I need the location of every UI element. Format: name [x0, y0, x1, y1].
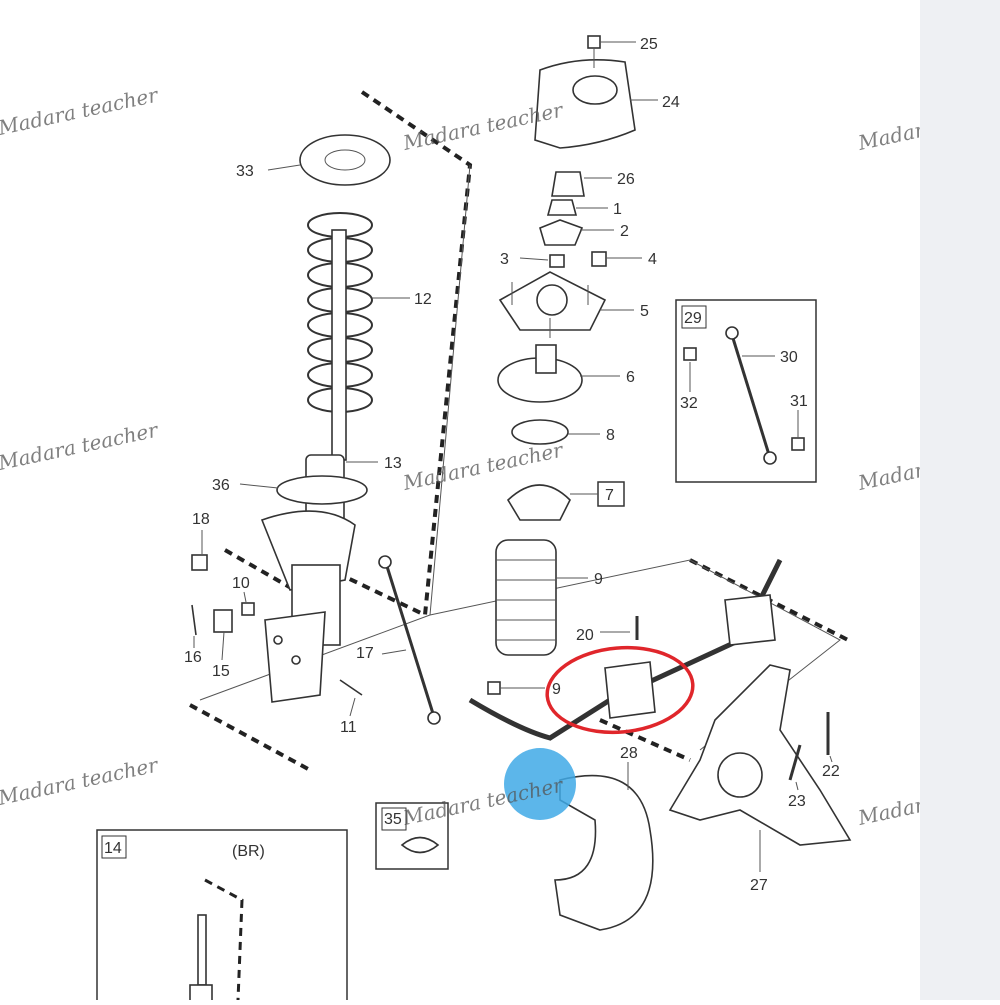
callout-23: 23 [788, 793, 806, 810]
callout-16: 16 [184, 649, 202, 666]
bearing-core [535, 344, 557, 374]
callout-33: 33 [236, 163, 254, 180]
stabilizer-link-30 [730, 334, 772, 459]
callout-32: 32 [680, 395, 698, 412]
callout-36: 36 [212, 477, 230, 494]
callout-15: 15 [212, 663, 230, 680]
callout-13: 13 [384, 455, 402, 472]
nut-9 [487, 681, 501, 695]
bump-cap-26 [551, 171, 585, 197]
callout-31: 31 [790, 393, 808, 410]
callout-27: 27 [750, 877, 768, 894]
inset-box-35 [375, 802, 449, 870]
bump-stop-7 [506, 484, 571, 521]
cover-dome [572, 75, 618, 105]
upper-seat-33 [299, 134, 391, 186]
clip-15 [213, 609, 233, 633]
nut-10 [241, 602, 255, 616]
callout-29: 29 [684, 310, 702, 327]
callout-12: 12 [414, 291, 432, 308]
inset-strut-rod [197, 914, 207, 986]
watermark-text: Madara teacher [0, 417, 161, 475]
bolt-16 [191, 604, 197, 636]
callout-6: 6 [626, 369, 635, 386]
marker-dot [504, 748, 576, 820]
washer-2 [539, 219, 584, 246]
callout-26: 26 [617, 171, 635, 188]
dashed-outline-strut [309, 90, 473, 619]
nut-18 [191, 554, 208, 571]
callout-4: 4 [648, 251, 657, 268]
callout-24: 24 [662, 94, 680, 111]
callout-25: 25 [640, 36, 658, 53]
bushing-clamp-highlighted [604, 661, 656, 719]
highlight-ring [545, 645, 695, 735]
callout-7: 7 [605, 487, 614, 504]
dust-boot-9 [495, 539, 557, 656]
callout-box-7 [597, 481, 625, 507]
bushing-clamp-right [724, 594, 776, 646]
dashed-outline-knuckle-bracket [189, 548, 313, 772]
spring-seat-8 [511, 419, 569, 445]
callout-2: 2 [620, 223, 629, 240]
callout-8: 8 [606, 427, 615, 444]
nut-1 [546, 199, 578, 216]
nut-32 [683, 347, 697, 361]
watermark-text: Madara teacher [0, 82, 161, 140]
watermark-text: Madara teacher [0, 752, 161, 810]
bolt-25 [587, 35, 601, 49]
callout-20: 20 [576, 627, 594, 644]
callout-5: 5 [640, 303, 649, 320]
callout-1: 1 [613, 201, 622, 218]
callout-9-nut: 9 [552, 681, 561, 698]
nut-3 [549, 254, 565, 268]
callout-11: 11 [340, 719, 357, 736]
link-rod-17 [383, 559, 437, 721]
nut-31 [791, 437, 805, 451]
clip-35 [400, 836, 440, 854]
callout-17: 17 [356, 645, 374, 662]
side-band [920, 0, 1000, 1000]
callout-28: 28 [620, 745, 638, 762]
inset-br-label: (BR) [232, 843, 265, 860]
callout-18: 18 [192, 511, 210, 528]
callout-9-boot: 9 [594, 571, 603, 588]
callout-30: 30 [780, 349, 798, 366]
callout-10: 10 [232, 575, 250, 592]
mount-center [536, 284, 568, 316]
steering-knuckle-27 [668, 664, 852, 846]
callout-3: 3 [500, 251, 509, 268]
leader-lines [193, 41, 833, 872]
nut-4 [591, 251, 607, 267]
splash-shield-28 [554, 774, 654, 931]
callout-35: 35 [384, 811, 402, 828]
callout-numbers: 25 24 26 1 2 3 4 5 6 8 7 9 9 20 33 12 13… [104, 36, 840, 894]
inset-box-14 [96, 829, 348, 1005]
lower-seat-36 [276, 475, 368, 505]
callout-22: 22 [822, 763, 840, 780]
callout-14: 14 [104, 840, 122, 857]
piston-rod [331, 229, 347, 461]
bolt-11 [339, 679, 363, 696]
inset-box-29 [675, 299, 817, 483]
bolt-23 [788, 744, 802, 781]
